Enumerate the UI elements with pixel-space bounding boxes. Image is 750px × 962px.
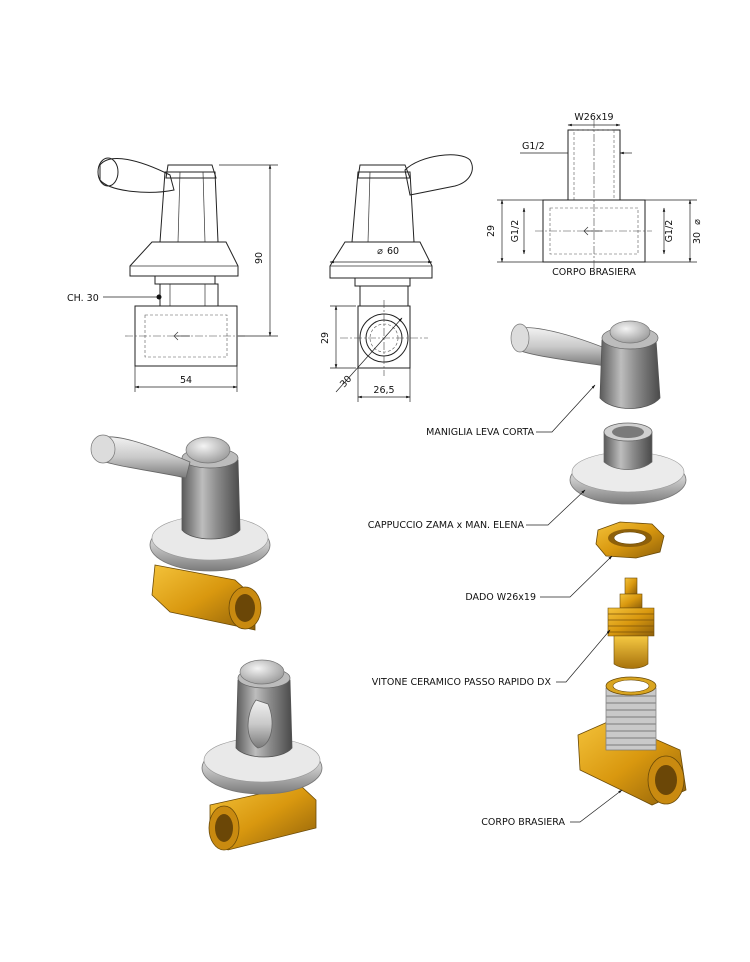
dimension-label: G1/2: [664, 220, 675, 243]
exploded-view: MANIGLIA LEVA CORTA CAPPUCCIO ZAMA x MAN…: [368, 320, 687, 828]
part-label-nut: DADO W26x19: [465, 592, 536, 603]
dimension-label: G1/2: [522, 141, 545, 152]
view-title: CORPO BRASIERA: [552, 267, 636, 278]
front-view: CH. 30 90 54: [67, 157, 278, 392]
dimension-label: 90: [254, 252, 265, 264]
dimension-label: 30: [692, 232, 703, 244]
part-body: [577, 676, 687, 806]
part-label-body: CORPO BRASIERA: [481, 817, 565, 828]
dimension-label: 60: [387, 246, 399, 257]
dimension-label: ⌀: [692, 219, 703, 225]
part-handle: [510, 320, 661, 409]
valve-3d-lever-view: [90, 434, 271, 631]
dimension-label: 30: [338, 374, 354, 390]
part-label-handle: MANIGLIA LEVA CORTA: [426, 427, 534, 438]
part-nut: [595, 521, 665, 559]
dimension-label: W26x19: [574, 112, 613, 123]
dimension-label: 29: [320, 332, 331, 344]
body-section-view: W26x19 G1/2 29 G1/2 G1/2 ⌀ 30 CORPO BRAS…: [486, 112, 703, 278]
side-view: ⌀ 60 29 30 26,5: [320, 154, 473, 402]
dimension-label: 29: [486, 225, 497, 237]
part-label-cap: CAPPUCCIO ZAMA x MAN. ELENA: [368, 520, 525, 531]
dimension-label: 54: [180, 375, 192, 386]
part-label-cartridge: VITONE CERAMICO PASSO RAPIDO DX: [372, 677, 552, 688]
part-cartridge: [607, 577, 655, 669]
dimension-label: G1/2: [510, 220, 521, 243]
dimension-label: CH. 30: [67, 293, 99, 304]
dimension-label: 26,5: [373, 385, 394, 396]
dimension-label: ⌀: [377, 246, 383, 257]
part-cap: [569, 422, 687, 505]
valve-3d-front-view: [201, 659, 323, 851]
